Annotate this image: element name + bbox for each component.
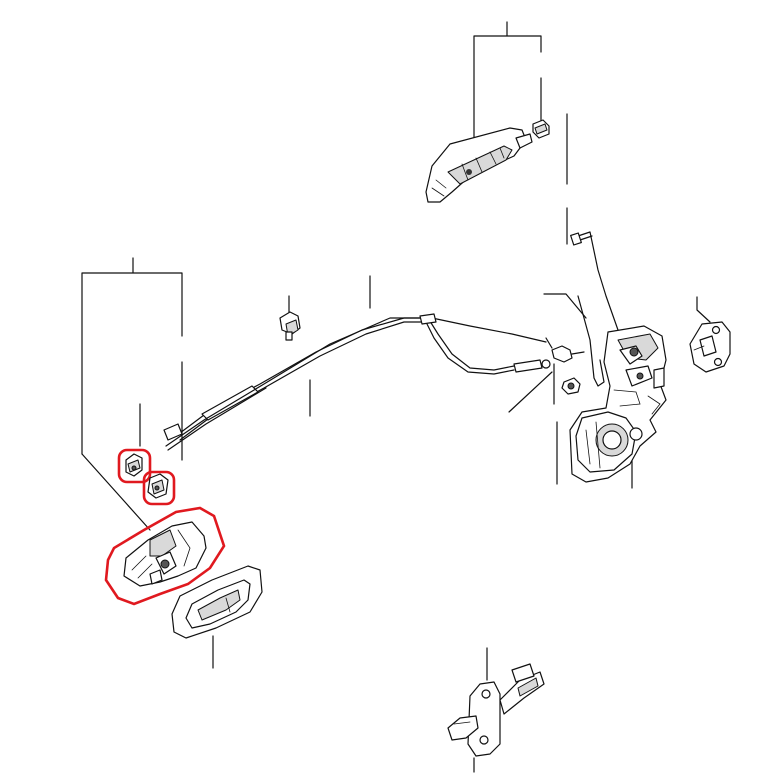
outer-door-handle: [425, 127, 533, 203]
highlight-box-inner-handle: [104, 506, 226, 606]
handle-pivot-icon: [466, 169, 472, 175]
latch-pivot-icon: [629, 347, 639, 357]
cable-retainer-clip-lower: [147, 473, 169, 499]
latch-screw: [551, 345, 585, 363]
release-cable: [175, 317, 551, 441]
handle-mounting-bolt: [532, 119, 550, 139]
door-striker: [689, 321, 731, 373]
inner-handle-mechanism: [123, 521, 207, 587]
door-latch-assembly: [569, 325, 667, 483]
cable-clip: [279, 311, 301, 341]
highlight-box-upper-clip: [117, 448, 152, 484]
leader-lines: [81, 21, 711, 773]
door-check-strap: [447, 663, 545, 757]
cable-retainer-clip-upper: [125, 453, 143, 477]
highlight-box-lower-clip: [142, 470, 176, 506]
lock-cable: [163, 313, 553, 451]
latch-bolt: [561, 377, 581, 395]
lock-rod: [570, 231, 619, 387]
inner-handle-bezel: [171, 565, 263, 639]
